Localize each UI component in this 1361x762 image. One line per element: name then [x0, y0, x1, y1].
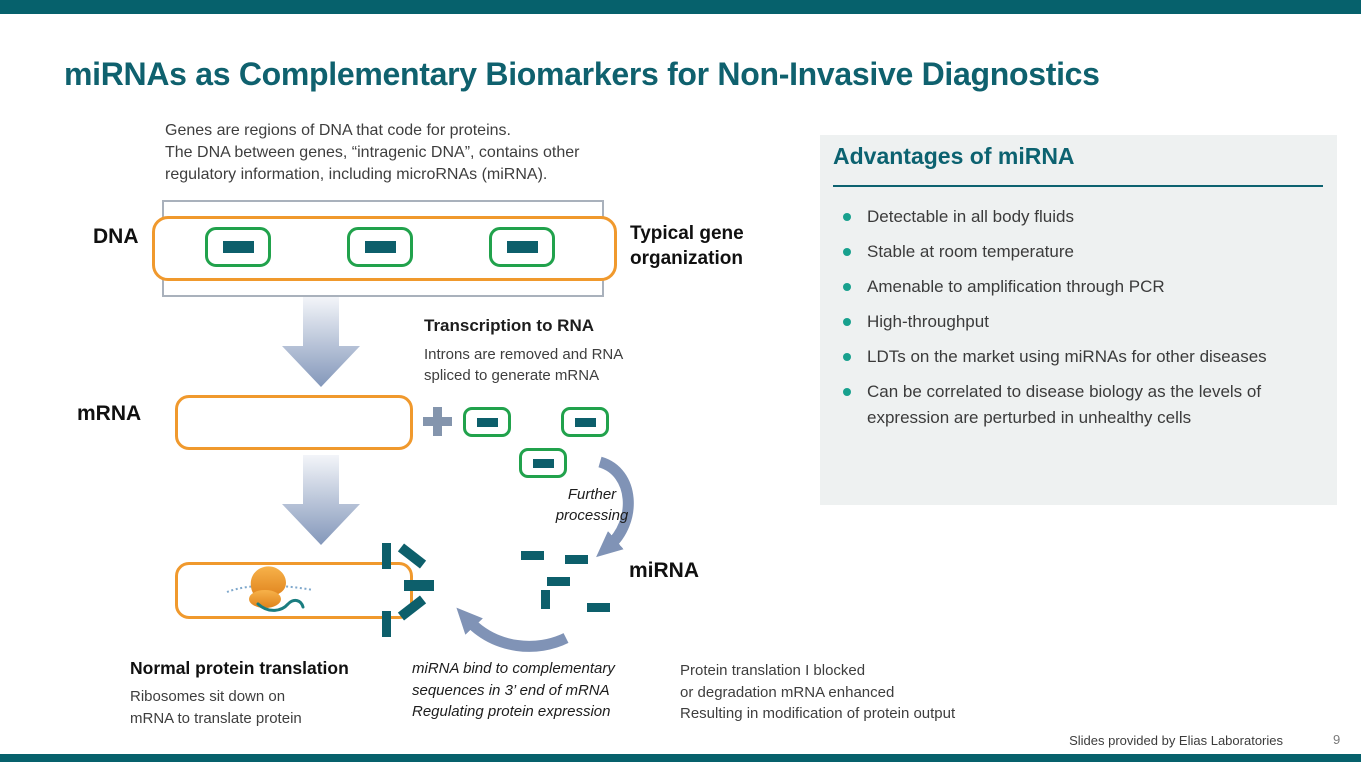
- blocked-translation-line: or degradation mRNA enhanced: [680, 683, 895, 701]
- mirna-label: miRNA: [629, 559, 700, 582]
- transcription-sub-line: spliced to generate mRNA: [424, 367, 600, 384]
- typical-gene-line: organization: [630, 248, 743, 269]
- typical-gene-line: Typical gene: [630, 223, 744, 244]
- transcription-sub-line: Introns are removed and RNA: [424, 346, 624, 363]
- further-processing-line: Further: [567, 486, 617, 503]
- exon-box: [205, 227, 271, 267]
- intro-line: The DNA between genes, “intragenic DNA”,…: [165, 144, 580, 161]
- exon-dash-icon: [222, 241, 254, 253]
- bullet-icon: [843, 353, 851, 361]
- dna-label: DNA: [93, 225, 139, 248]
- list-item-text: High-throughput: [867, 312, 989, 331]
- exon-box: [347, 227, 413, 267]
- intron-box: [561, 407, 609, 437]
- panel-divider: [833, 185, 1323, 187]
- intro-line: Genes are regions of DNA that code for p…: [165, 122, 511, 139]
- mirna-bind-line: miRNA bind to complementary: [412, 660, 615, 677]
- translation-box: [175, 562, 413, 619]
- curved-arrow-icon: [456, 607, 569, 652]
- advantages-panel: Advantages of miRNA Detectable in all bo…: [820, 135, 1337, 505]
- typical-gene-label: Typical gene organization: [630, 221, 744, 271]
- transcription-heading: Transcription to RNA: [424, 316, 595, 335]
- mrna-label: mRNA: [77, 402, 142, 425]
- list-item-text: LDTs on the market using miRNAs for othe…: [867, 347, 1267, 366]
- mirna-dash-icon: [587, 603, 610, 612]
- list-item: Amenable to amplification through PCR: [833, 274, 1320, 300]
- normal-translation-line: mRNA to translate protein: [130, 710, 302, 727]
- mirna-dash-icon: [382, 611, 391, 637]
- mirna-dash-icon: [541, 590, 550, 609]
- mrna-box: [175, 395, 413, 450]
- mirna-dash-icon: [532, 458, 554, 468]
- mirna-bind-line: sequences in 3’ end of mRNA: [412, 681, 610, 699]
- mirna-dash-icon: [382, 543, 391, 569]
- intron-box: [519, 448, 567, 478]
- slide-title: miRNAs as Complementary Biomarkers for N…: [64, 56, 1100, 92]
- list-item: Stable at room temperature: [833, 239, 1320, 265]
- mirna-dash-icon: [547, 577, 570, 586]
- mirna-bind-caption: miRNA bind to complementary sequences in…: [412, 658, 615, 723]
- exon-dash-icon: [364, 241, 396, 253]
- exon-box: [489, 227, 555, 267]
- advantages-list: Detectable in all body fluids Stable at …: [833, 195, 1320, 431]
- plus-icon: [423, 407, 452, 436]
- down-arrow-icon: [282, 297, 360, 387]
- blocked-translation-caption: Protein translation I blocked or degrada…: [680, 660, 955, 725]
- mirna-dash-icon: [574, 417, 596, 427]
- list-item: Can be correlated to disease biology as …: [833, 379, 1320, 431]
- bullet-icon: [843, 283, 851, 291]
- mirna-dash-icon: [565, 555, 588, 564]
- further-processing-line: processing: [555, 507, 629, 524]
- down-arrow-icon: [282, 455, 360, 545]
- normal-translation-subtext: Ribosomes sit down on mRNA to translate …: [130, 686, 302, 730]
- mirna-dash-icon: [404, 580, 434, 591]
- mirna-bind-line: Regulating protein expression: [412, 703, 611, 720]
- curved-arrow-icon: [596, 456, 634, 558]
- list-item: LDTs on the market using miRNAs for othe…: [833, 344, 1320, 370]
- top-accent-bar: [0, 0, 1361, 14]
- normal-translation-heading: Normal protein translation: [130, 658, 349, 678]
- bottom-accent-bar: [0, 754, 1361, 762]
- page-number: 9: [1333, 732, 1341, 747]
- intro-text: Genes are regions of DNA that code for p…: [165, 120, 579, 186]
- blocked-translation-line: Protein translation I blocked: [680, 662, 866, 679]
- exon-dash-icon: [506, 241, 538, 253]
- list-item-text: Detectable in all body fluids: [867, 207, 1074, 226]
- bullet-icon: [843, 248, 851, 256]
- intron-box: [463, 407, 511, 437]
- ribosome-icon: [226, 566, 314, 612]
- further-processing-label: Further processing: [538, 484, 646, 526]
- bullet-icon: [843, 318, 851, 326]
- advantages-panel-title: Advantages of miRNA: [833, 143, 1075, 169]
- bullet-icon: [843, 213, 851, 221]
- mirna-dash-icon: [476, 417, 498, 427]
- list-item: High-throughput: [833, 309, 1320, 335]
- footer-credit: Slides provided by Elias Laboratories: [1069, 733, 1283, 748]
- list-item-text: Can be correlated to disease biology as …: [867, 382, 1262, 427]
- transcription-subtext: Introns are removed and RNA spliced to g…: [424, 344, 623, 386]
- intro-line: regulatory information, including microR…: [165, 166, 548, 183]
- list-item-text: Stable at room temperature: [867, 242, 1074, 261]
- normal-translation-line: Ribosomes sit down on: [130, 688, 286, 705]
- mirna-dash-icon: [521, 551, 544, 560]
- blocked-translation-line: Resulting in modification of protein out…: [680, 705, 956, 722]
- list-item-text: Amenable to amplification through PCR: [867, 277, 1165, 296]
- list-item: Detectable in all body fluids: [833, 204, 1320, 230]
- bullet-icon: [843, 388, 851, 396]
